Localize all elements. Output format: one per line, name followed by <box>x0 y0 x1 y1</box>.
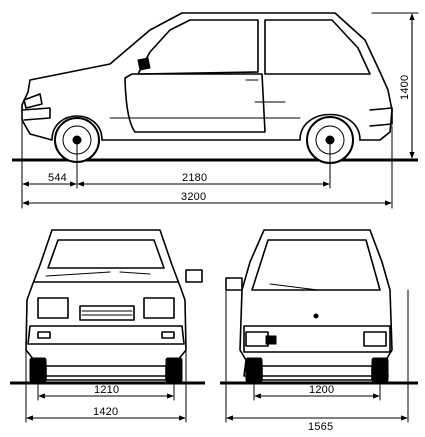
side-body-outline <box>21 12 393 141</box>
side-mirror-icon <box>137 57 151 71</box>
side-view <box>12 12 419 209</box>
overall-height-label: 1400 <box>399 75 411 100</box>
rear-plate-light <box>265 335 277 345</box>
front-right-headlight <box>143 297 175 319</box>
rear-lock-icon <box>313 313 319 319</box>
rear-left-light <box>245 331 269 347</box>
rear-view <box>220 229 418 423</box>
side-rear-bumper <box>369 107 393 127</box>
mirror-width-label: 1565 <box>308 421 333 433</box>
rear-wiper <box>269 283 319 291</box>
side-front-window <box>137 19 259 75</box>
rear-right-light <box>363 331 387 347</box>
front-windshield <box>47 239 165 269</box>
front-left-fog-light <box>37 331 51 339</box>
front-mirror-icon <box>185 269 203 283</box>
front-track-label: 1210 <box>94 384 119 396</box>
length-dimensions <box>21 121 393 209</box>
rear-bumper <box>243 325 391 353</box>
front-right-fog-light <box>161 331 175 339</box>
rear-mirror-icon <box>225 277 243 291</box>
height-dimension <box>371 12 419 159</box>
side-front-arch <box>51 115 103 141</box>
side-headlight <box>23 93 43 109</box>
wheelbase-label: 2180 <box>182 172 207 184</box>
side-door <box>124 73 266 133</box>
rear-underbody <box>261 365 373 381</box>
rear-window <box>251 239 381 291</box>
rear-track-label: 1200 <box>309 384 334 396</box>
front-view <box>10 229 205 423</box>
front-overhang-label: 544 <box>48 172 67 184</box>
overall-length-label: 3200 <box>181 191 206 203</box>
front-body-outline <box>25 229 187 377</box>
side-rear-window <box>264 19 371 75</box>
side-hood-line <box>29 73 61 81</box>
front-wipers <box>45 271 151 277</box>
front-grille <box>79 305 135 321</box>
front-left-headlight <box>37 297 69 319</box>
front-underbody <box>45 365 167 381</box>
overall-width-label: 1420 <box>93 406 118 418</box>
side-rear-arch <box>299 113 361 141</box>
front-bumper <box>27 325 185 345</box>
side-front-bumper <box>21 107 51 121</box>
